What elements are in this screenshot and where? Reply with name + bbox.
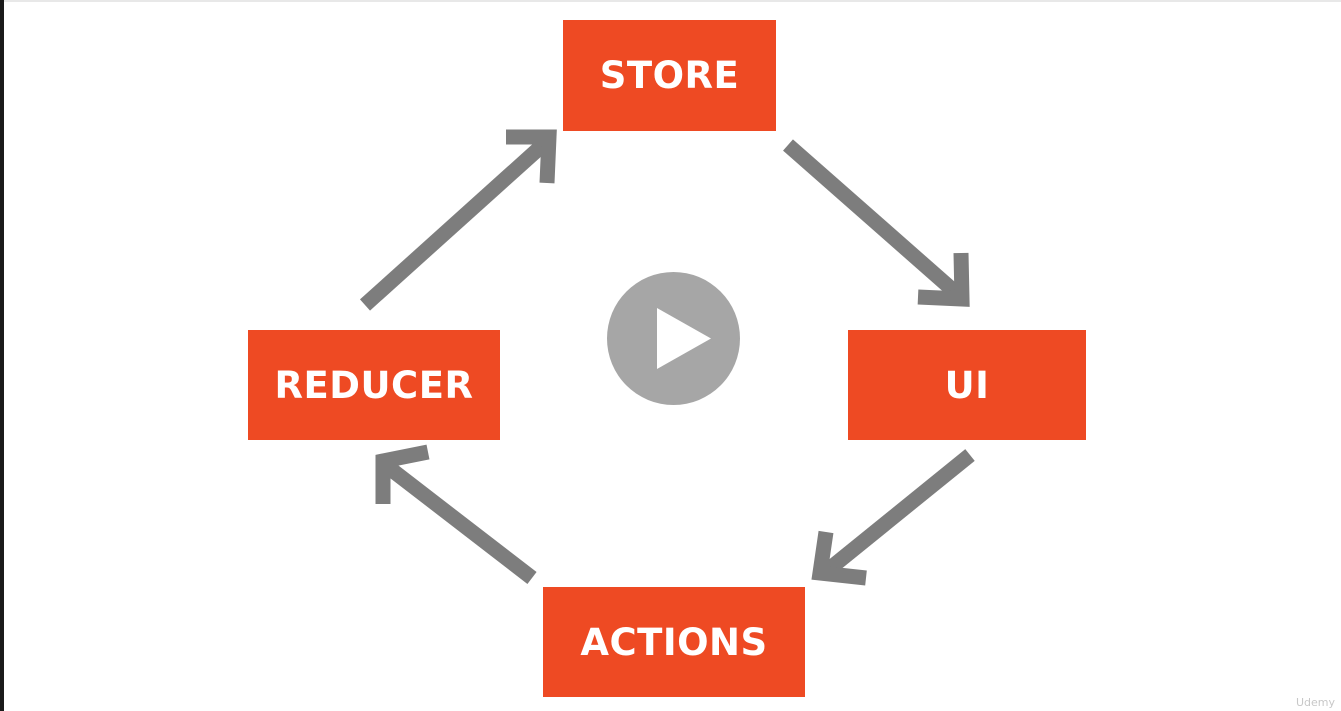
watermark-logo: Udemy	[1296, 696, 1335, 709]
store-label: STORE	[599, 54, 740, 97]
actions-label: ACTIONS	[580, 620, 768, 664]
store-node: STORE	[563, 20, 776, 131]
arrow-reducer-to-store	[359, 129, 557, 311]
left-border	[0, 0, 4, 711]
actions-node: ACTIONS	[543, 587, 805, 697]
arrow-actions-to-reducer	[375, 444, 537, 584]
ui-label: UI	[944, 363, 990, 407]
ui-node: UI	[848, 330, 1086, 440]
arrow-ui-to-actions	[811, 449, 975, 586]
reducer-label: REDUCER	[274, 363, 474, 407]
top-border	[0, 0, 1341, 2]
reducer-node: REDUCER	[248, 330, 500, 440]
play-icon	[657, 308, 711, 369]
play-button[interactable]	[607, 272, 740, 405]
arrow-store-to-ui	[783, 139, 970, 307]
watermark-text: Udemy	[1295, 696, 1335, 709]
